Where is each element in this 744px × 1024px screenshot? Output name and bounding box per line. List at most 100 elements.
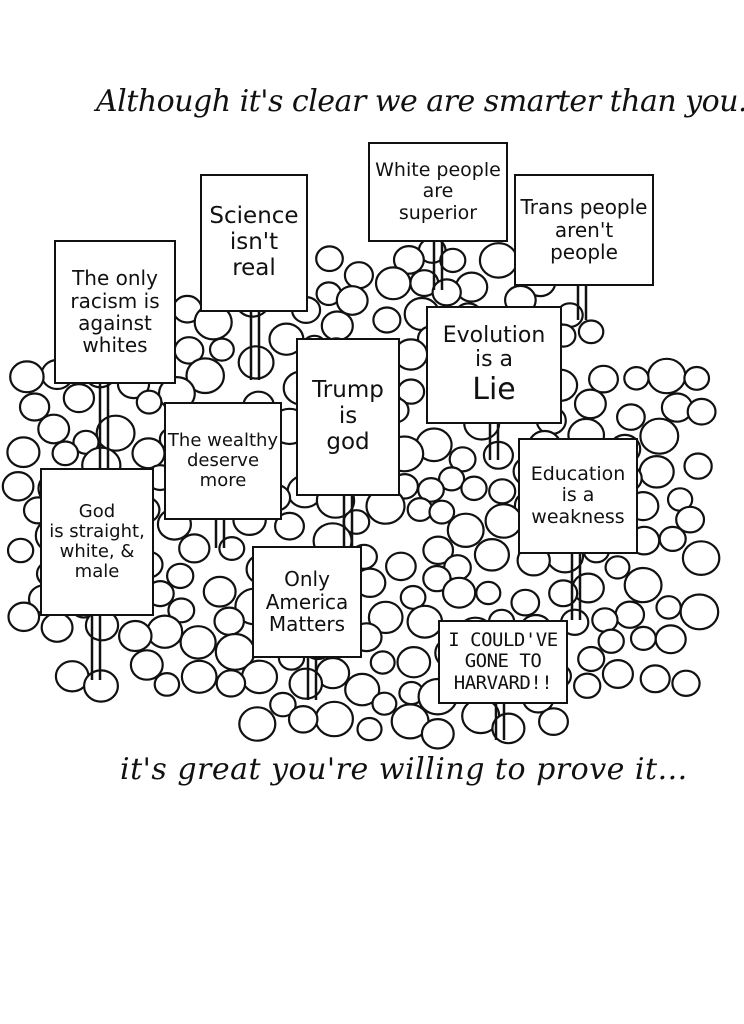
head-228 — [153, 672, 181, 697]
head-46 — [623, 365, 650, 391]
head-199 — [118, 619, 153, 653]
head-124 — [406, 497, 434, 523]
head-147 — [6, 537, 35, 564]
head-241 — [537, 707, 569, 736]
head-92 — [448, 446, 477, 473]
head-67 — [686, 397, 717, 426]
head-235 — [371, 691, 398, 716]
head-152 — [681, 540, 721, 576]
sign-wealthy: The wealthy deserve more — [164, 402, 282, 520]
sign-line: aren't — [554, 217, 614, 242]
head-243 — [491, 712, 526, 745]
head-196 — [146, 614, 184, 649]
head-26 — [577, 319, 605, 345]
head-60 — [573, 388, 607, 420]
head-44 — [647, 357, 687, 395]
sign-line: white, & — [59, 541, 135, 562]
head-242 — [238, 706, 277, 742]
head-68 — [616, 403, 646, 431]
head-64 — [18, 392, 51, 422]
head-39 — [237, 345, 275, 380]
head-34 — [208, 337, 235, 362]
head-212 — [577, 645, 606, 673]
head-113 — [488, 478, 517, 505]
sign-line: Trump — [312, 377, 384, 404]
head-202 — [654, 624, 687, 655]
top-caption: Although it's clear we are smarter than … — [96, 84, 744, 119]
sign-line: The only — [72, 266, 158, 291]
head-183 — [167, 597, 196, 624]
head-238 — [314, 700, 354, 738]
head-172 — [475, 580, 502, 606]
head-59 — [135, 389, 163, 415]
sign-line: GONE TO — [464, 650, 542, 673]
head-236 — [269, 691, 297, 718]
sign-line: America — [265, 589, 349, 614]
head-99 — [638, 454, 675, 489]
head-245 — [420, 717, 455, 750]
sign-line: male — [74, 561, 120, 583]
head-156 — [385, 551, 417, 582]
head-21 — [372, 306, 402, 334]
head-112 — [417, 477, 445, 503]
head-25 — [320, 310, 354, 342]
head-201 — [629, 625, 657, 652]
head-4 — [478, 242, 519, 279]
head-87 — [51, 440, 80, 467]
sign-line: Evolution — [442, 322, 546, 348]
sign-line: superior — [398, 201, 478, 224]
head-77 — [95, 414, 136, 452]
head-194 — [40, 612, 74, 643]
head-14 — [335, 285, 369, 316]
sign-line: against — [78, 311, 152, 335]
sign-line: I COULD'VE — [448, 629, 558, 652]
sign-education: Education is a weakness — [518, 438, 638, 554]
sign-white-people: White people are superior — [368, 142, 508, 242]
head-218 — [601, 658, 635, 689]
head-131 — [484, 503, 523, 539]
head-135 — [274, 511, 306, 541]
head-225 — [215, 669, 247, 698]
head-109 — [460, 475, 488, 502]
head-226 — [288, 667, 324, 700]
head-48 — [587, 364, 619, 394]
head-186 — [7, 601, 41, 633]
head-2 — [315, 245, 344, 273]
head-146 — [422, 535, 455, 566]
head-86 — [6, 436, 41, 469]
head-141 — [658, 525, 687, 553]
head-79 — [639, 417, 680, 455]
head-74 — [37, 413, 71, 445]
sign-line: Matters — [268, 612, 346, 637]
head-97 — [683, 452, 713, 480]
sign-line: God — [78, 500, 116, 522]
sign-line: whites — [82, 333, 148, 358]
head-105 — [1, 470, 35, 502]
head-221 — [180, 659, 218, 694]
head-169 — [202, 575, 237, 608]
head-6 — [343, 261, 374, 290]
head-182 — [655, 595, 682, 620]
head-163 — [422, 564, 452, 593]
sign-evolution: Evolution is a Lie — [426, 306, 562, 424]
sign-line: racism is — [70, 288, 160, 313]
head-231 — [344, 672, 381, 707]
head-129 — [675, 505, 706, 534]
sign-line: The wealthy — [167, 429, 279, 451]
head-170 — [441, 576, 477, 609]
head-5 — [439, 247, 467, 274]
sign-line: people — [550, 240, 618, 265]
head-191 — [406, 604, 444, 639]
sign-racism: The only racism is against whites — [54, 240, 176, 384]
head-144 — [178, 533, 211, 564]
sign-line: Only — [284, 567, 330, 592]
head-244 — [356, 716, 383, 742]
head-127 — [428, 499, 456, 525]
head-136 — [446, 512, 485, 549]
head-188 — [591, 607, 619, 633]
head-149 — [473, 537, 510, 572]
sign-america: Only America Matters — [252, 546, 362, 658]
sign-line: are — [422, 180, 454, 203]
head-47 — [683, 365, 711, 391]
